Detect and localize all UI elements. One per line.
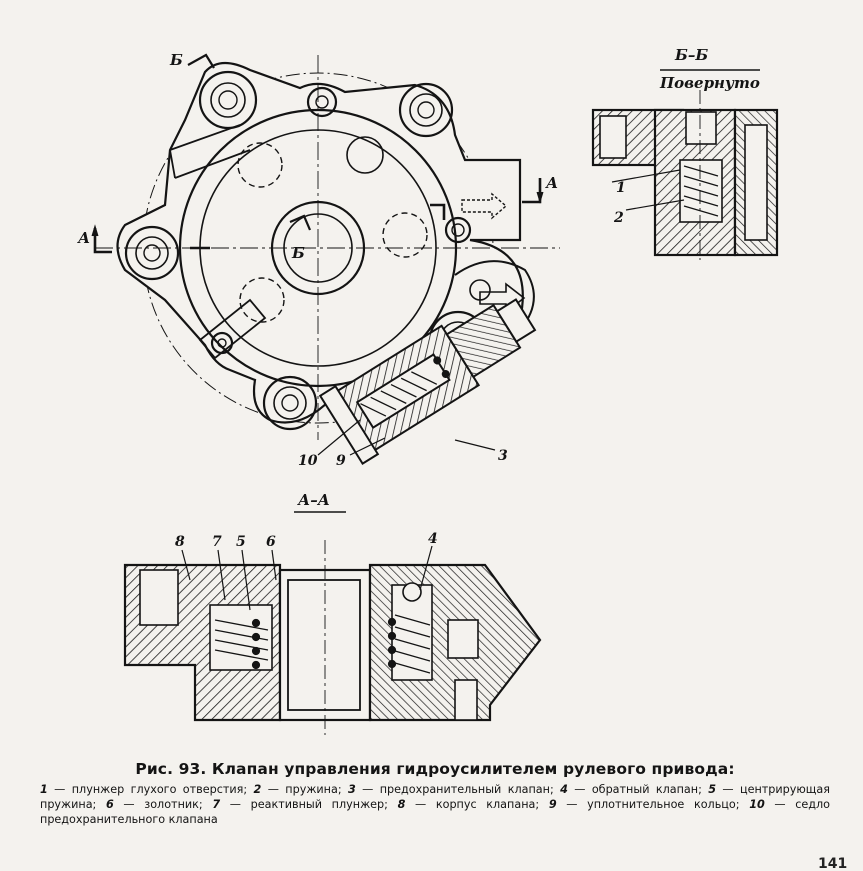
section-b-b xyxy=(591,69,779,260)
legend-num: 3 xyxy=(347,783,356,796)
cut-mark-a-left: А xyxy=(77,229,90,247)
callout-5: 5 xyxy=(236,534,246,550)
legend-text: уплотнительное кольцо; xyxy=(587,798,740,811)
bolt-boss xyxy=(306,86,338,118)
legend-text: предохранительный клапан; xyxy=(379,783,554,796)
callout-3: 3 xyxy=(498,448,508,464)
legend-text: реактивный плунжер; xyxy=(250,798,388,811)
legend-num: 7 xyxy=(212,798,221,811)
legend-text: плунжер глухого отверстия; xyxy=(71,783,248,796)
legend-num: 5 xyxy=(708,783,717,796)
cut-mark-b-top: Б xyxy=(169,51,183,69)
callout-8: 8 xyxy=(175,534,185,550)
bolt-boss xyxy=(262,375,318,431)
legend-num: 6 xyxy=(105,798,114,811)
legend-text: корпус клапана; xyxy=(435,798,540,811)
callout-10: 10 xyxy=(298,453,318,469)
legend-text: золотник; xyxy=(144,798,203,811)
callout-2: 2 xyxy=(613,210,624,226)
legend-num: 1 xyxy=(40,783,48,796)
flow-arrow xyxy=(461,192,508,220)
bolt-boss xyxy=(444,216,472,244)
figure-legend: 1 — плунжер глухого отверстия; 2 — пружи… xyxy=(40,783,831,826)
legend-num: 9 xyxy=(548,798,557,811)
callout-7: 7 xyxy=(212,534,222,550)
cut-mark-a-right: А xyxy=(545,174,558,192)
section-a-title: А–А xyxy=(297,491,330,509)
section-b-subtitle: Повернуто xyxy=(659,74,760,92)
figure-caption-title: Рис. 93. Клапан управления гидроусилител… xyxy=(135,760,735,778)
legend-text: обратный клапан; xyxy=(591,783,702,796)
callout-4: 4 xyxy=(428,531,438,547)
top-view xyxy=(91,53,560,440)
technical-drawing: Б–Б Повернуто А–А А А Б Б 1 2 3 4 5 6 7 … xyxy=(77,46,779,735)
legend-num: 8 xyxy=(397,798,406,811)
legend-text: седло предохранительного клапана xyxy=(40,798,831,826)
legend-num: 10 xyxy=(749,798,765,811)
section-b-title: Б–Б xyxy=(674,46,708,64)
callout-6: 6 xyxy=(266,534,276,550)
bolt-boss xyxy=(398,82,454,138)
cut-mark-b-center: Б xyxy=(291,244,305,262)
legend-num: 2 xyxy=(253,783,262,796)
bolt-boss xyxy=(198,70,258,130)
safety-valve-assembly xyxy=(318,298,537,466)
page-number: 141 xyxy=(818,856,848,871)
callout-1: 1 xyxy=(616,180,626,196)
bolt-boss xyxy=(124,225,180,281)
callout-9: 9 xyxy=(336,453,346,469)
legend-text: пружина; xyxy=(285,783,342,796)
section-a-a xyxy=(123,511,542,735)
legend-text: центрирующая пружина; xyxy=(40,783,830,811)
legend-num: 4 xyxy=(560,783,568,796)
